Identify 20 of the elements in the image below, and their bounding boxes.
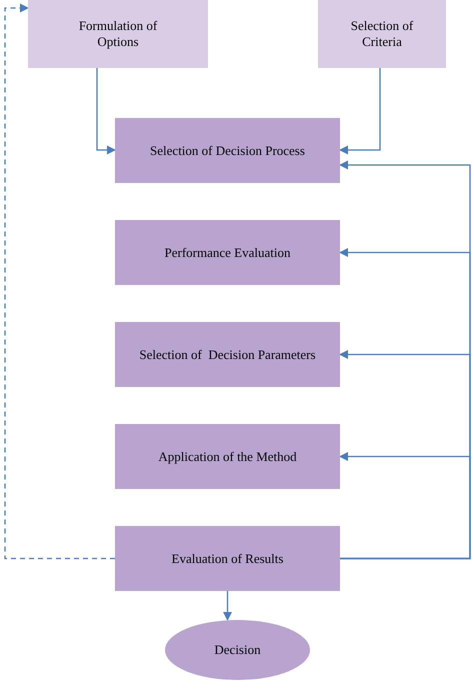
node-label: Evaluation of Results (172, 550, 284, 566)
arrow (223, 591, 232, 621)
process-box (115, 118, 340, 183)
node-label: Performance Evaluation (164, 244, 290, 260)
node-label: Application of the Method (158, 448, 297, 464)
node-label: Selection of Criteria (350, 18, 414, 50)
process-box (115, 220, 340, 285)
node-label: Selection of Decision Process (150, 142, 305, 158)
node-label: Decision (214, 642, 261, 658)
input-box (28, 0, 208, 68)
dashed-arrow (4, 4, 115, 560)
node-label: Selection of Decision Parameters (139, 346, 316, 362)
arrow (339, 68, 381, 154)
arrow (339, 452, 471, 560)
input-box (318, 0, 446, 68)
process-box (115, 322, 340, 387)
process-box (115, 526, 340, 591)
arrow (96, 68, 116, 154)
process-box (115, 424, 340, 489)
node-label: Formulation of Options (78, 18, 158, 50)
